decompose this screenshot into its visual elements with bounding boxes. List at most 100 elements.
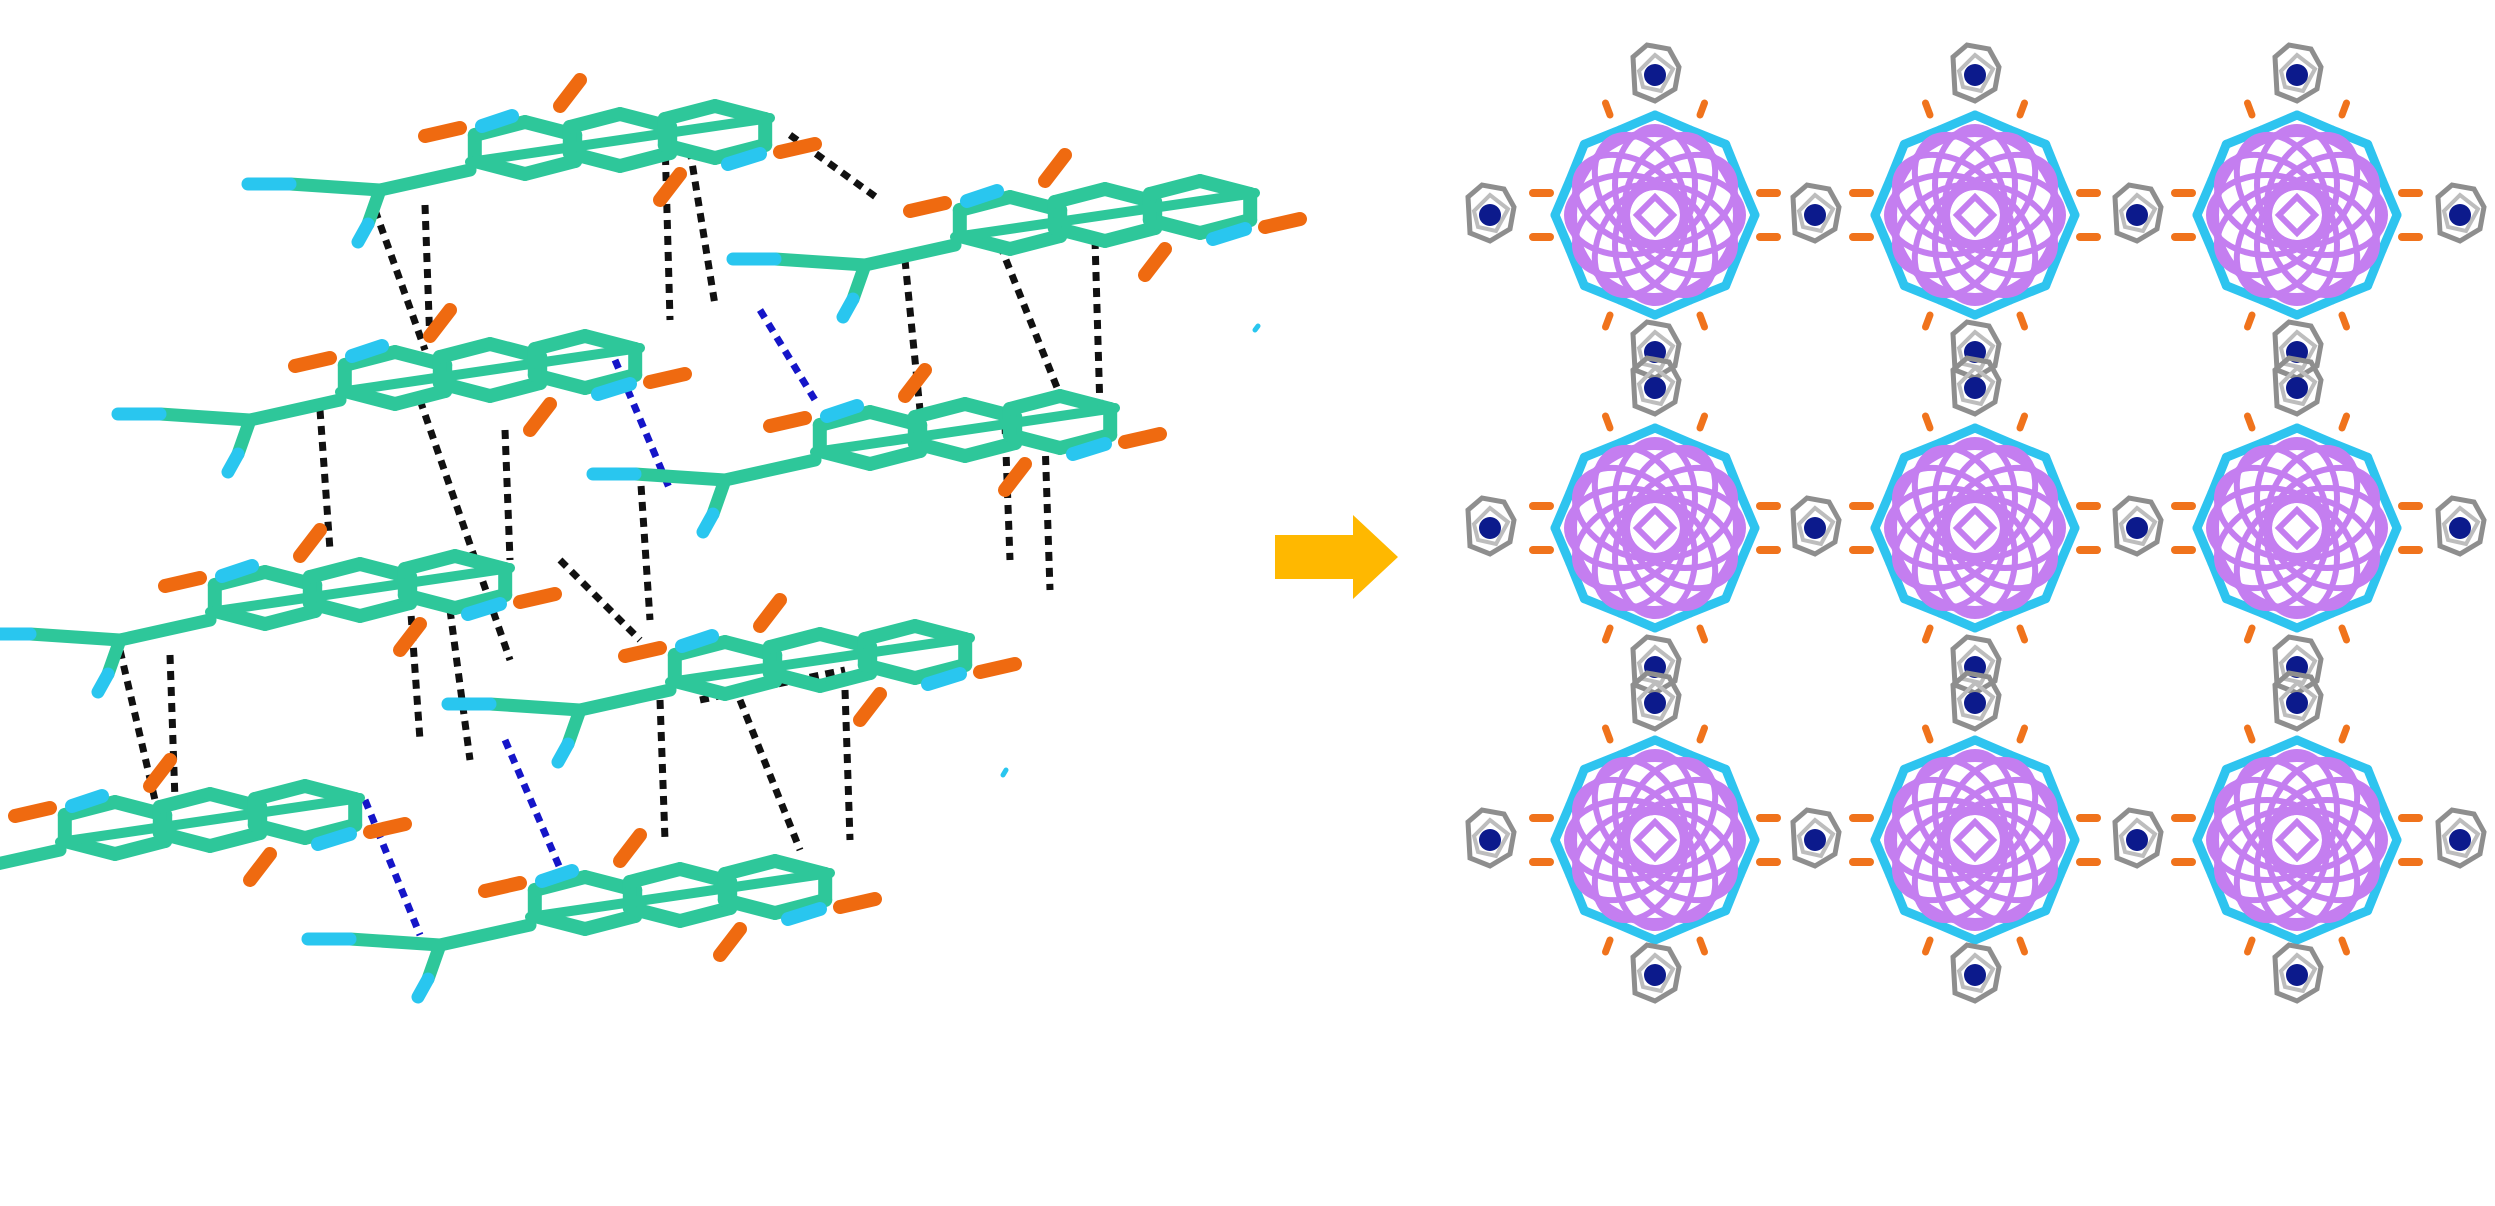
cage-ring	[2211, 129, 2383, 301]
bond	[1047, 182, 1112, 209]
bond	[921, 667, 967, 691]
bond	[643, 367, 692, 389]
linker-bond	[2005, 594, 2051, 618]
linker-bond	[1899, 281, 1945, 305]
linker-bond	[1579, 281, 1625, 305]
node-shell	[1796, 505, 1836, 547]
linker-bond	[1885, 452, 1909, 498]
linker-bond	[1565, 452, 1589, 498]
oxygen-stub	[1696, 311, 1708, 331]
bond	[562, 107, 627, 134]
bond	[108, 834, 173, 861]
linker-bond	[1550, 175, 1575, 220]
linker-bond	[1550, 800, 1575, 845]
cage-ring	[1889, 129, 2061, 301]
bond	[622, 862, 687, 889]
bond	[718, 453, 822, 487]
molecule	[0, 523, 562, 699]
linker-bond	[2192, 523, 2217, 568]
linker-bond	[2005, 906, 2051, 930]
linker-bond	[1650, 110, 1695, 135]
bond	[718, 674, 783, 701]
bond	[351, 217, 375, 249]
node-core	[2286, 64, 2308, 86]
bond	[551, 737, 575, 769]
linker-bond	[1935, 735, 1980, 760]
bond	[373, 163, 477, 197]
linker-bond	[1870, 800, 1895, 845]
cage-core	[1632, 817, 1678, 863]
oxygen-stub	[2244, 624, 2256, 644]
linker-bond	[2377, 488, 2402, 533]
oxygen-stub	[2016, 624, 2028, 644]
linker-bond	[1935, 295, 1980, 320]
node-shell	[2435, 807, 2487, 869]
linker-bond	[2221, 125, 2267, 149]
node-core	[1804, 829, 1826, 851]
cage-ring	[1943, 776, 2059, 874]
node-shell	[1950, 942, 2002, 1004]
bond	[353, 596, 418, 623]
bond	[8, 801, 57, 823]
linker-bond	[1550, 523, 1575, 568]
framework-panel	[1465, 42, 2487, 1004]
bond	[763, 411, 812, 433]
bond	[998, 457, 1032, 497]
cage-core	[1632, 192, 1678, 238]
oxygen-stub	[1602, 936, 1614, 956]
oxygen-stub	[1922, 99, 1934, 119]
node-shell	[2118, 192, 2158, 234]
node-core	[2449, 829, 2471, 851]
bond	[903, 196, 952, 218]
node-shell	[2441, 505, 2481, 547]
bond	[153, 407, 257, 427]
bond	[618, 641, 667, 663]
node-shell	[1465, 807, 1517, 869]
arrow-shape	[1275, 515, 1398, 599]
node-core	[1964, 64, 1986, 86]
bond	[1002, 428, 1067, 455]
linker-bond	[2327, 906, 2373, 930]
oxygen-stub	[2016, 99, 2028, 119]
oxygen-stub	[2244, 99, 2256, 119]
bond	[898, 363, 932, 403]
linker-bond	[2041, 245, 2065, 291]
molecule	[0, 753, 412, 887]
bond	[853, 687, 887, 727]
bond	[863, 444, 928, 471]
linker-bond	[2377, 175, 2402, 220]
bond	[1138, 242, 1172, 282]
oxygen-stub	[1922, 412, 1934, 432]
oxygen-stub	[2016, 936, 2028, 956]
linker-bond	[1650, 423, 1695, 448]
linker-bond	[2192, 488, 2217, 533]
bond	[858, 238, 962, 272]
bond	[397, 588, 462, 615]
bond	[527, 368, 592, 395]
linker-bond	[1885, 870, 1909, 916]
linker-bond	[2192, 800, 2217, 845]
linker-bond	[2292, 735, 2337, 760]
linker-bond	[1899, 594, 1945, 618]
metal-node	[1630, 670, 1682, 732]
linker-bond	[2041, 870, 2065, 916]
bond	[432, 376, 497, 403]
linker-bond	[1970, 735, 2015, 760]
linker-bond	[2257, 608, 2302, 633]
linker-bond	[1565, 139, 1589, 185]
linker-bond	[1685, 438, 1731, 462]
bond	[857, 658, 922, 685]
bond	[143, 753, 177, 793]
linker-bond	[2257, 920, 2302, 945]
bond	[298, 818, 363, 845]
bond	[152, 787, 217, 814]
cage-ring	[1623, 776, 1739, 874]
metal-node	[1790, 495, 1842, 557]
node-core	[2126, 204, 2148, 226]
bond	[205, 563, 515, 617]
metal-node	[1465, 495, 1517, 557]
node-shell	[1956, 952, 1996, 994]
node-shell	[1471, 817, 1511, 859]
bond	[950, 188, 1260, 242]
bond	[753, 593, 787, 633]
